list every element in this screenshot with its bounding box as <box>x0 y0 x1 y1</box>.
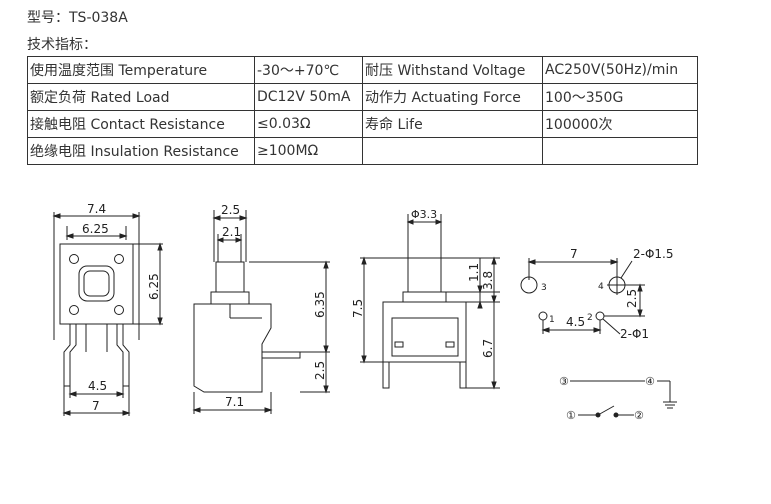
dim-side-height: 6.35 <box>313 291 327 318</box>
dim-side-width-top: 2.5 <box>221 203 240 217</box>
side-view: 2.5 2.1 6.35 2.5 7.1 <box>192 203 330 414</box>
dim-pcb-pitch-v: 2.5 <box>625 289 639 308</box>
pcb-pin-3: 3 <box>541 283 547 293</box>
back-view: Φ3.3 7.5 1.1 3.8 6.7 <box>351 208 500 390</box>
mechanical-drawing: 7.4 6.25 6.25 4.5 7 <box>52 202 677 422</box>
spec-cell: 寿命 Life <box>362 110 543 138</box>
spec-table: 使用温度范围 Temperature -30～+70℃ 耐压 Withstand… <box>27 56 698 165</box>
spec-cell: 100～350G <box>542 83 698 111</box>
node-1: ① <box>566 409 576 422</box>
spec-cell: DC12V 50mA <box>254 83 363 111</box>
dim-back-left-height: 7.5 <box>351 299 365 318</box>
pcb-pin-1: 1 <box>549 315 555 325</box>
spec-cell: 使用温度范围 Temperature <box>27 56 255 84</box>
node-2: ② <box>634 409 644 422</box>
pcb-pin-2: 2 <box>587 313 593 323</box>
spec-cell: 耐压 Withstand Voltage <box>362 56 543 84</box>
pcb-pin-4: 4 <box>598 282 604 292</box>
spec-cell: ≤0.03Ω <box>254 110 363 138</box>
table-row: 使用温度范围 Temperature -30～+70℃ 耐压 Withstand… <box>27 56 698 84</box>
model-number: 型号：TS-038A <box>27 10 128 26</box>
circuit-schematic: ③ ④ ① ② <box>559 375 677 422</box>
spec-cell <box>542 137 698 165</box>
dim-front-width-top: 7.4 <box>87 202 106 216</box>
dim-back-right-height: 6.7 <box>481 339 495 358</box>
node-3: ③ <box>559 375 569 388</box>
spec-cell: 绝缘电阻 Insulation Resistance <box>27 137 255 165</box>
table-row: 额定负荷 Rated Load DC12V 50mA 动作力 Actuating… <box>27 83 698 111</box>
node-4: ④ <box>645 375 655 388</box>
dim-side-pin-height: 2.5 <box>313 361 327 380</box>
spec-cell: ≥100MΩ <box>254 137 363 165</box>
front-view: 7.4 6.25 6.25 4.5 7 <box>52 202 163 416</box>
dim-back-small: 1.1 <box>467 263 481 282</box>
spec-cell: 100000次 <box>542 110 698 138</box>
table-row: 绝缘电阻 Insulation Resistance ≥100MΩ <box>27 137 698 165</box>
dim-front-width-bottom: 7 <box>92 399 100 413</box>
dim-back-diameter: Φ3.3 <box>411 208 437 221</box>
dim-back-mid: 3.8 <box>481 271 495 290</box>
pcb-layout: 7 2-Φ1.5 3 4 1 2 4.5 2.5 2-Φ1 <box>520 247 674 341</box>
dim-side-width-inner: 2.1 <box>222 225 241 239</box>
spec-cell: 接触电阻 Contact Resistance <box>27 110 255 138</box>
spec-cell: 额定负荷 Rated Load <box>27 83 255 111</box>
spec-cell: 动作力 Actuating Force <box>362 83 543 111</box>
dim-pcb-spacing: 7 <box>570 247 578 261</box>
dim-pcb-pitch-h: 4.5 <box>566 315 585 329</box>
spec-title: 技术指标： <box>27 37 97 53</box>
pcb-large-holes-label: 2-Φ1.5 <box>633 247 674 261</box>
spec-cell <box>362 137 543 165</box>
dim-front-width-inner: 6.25 <box>82 222 109 236</box>
dim-side-width-bottom: 7.1 <box>225 395 244 409</box>
spec-cell: AC250V(50Hz)/min <box>542 56 698 84</box>
dim-front-height: 6.25 <box>147 273 161 300</box>
spec-cell: -30～+70℃ <box>254 56 363 84</box>
dim-front-pin-pitch: 4.5 <box>88 379 107 393</box>
pcb-small-holes-label: 2-Φ1 <box>620 327 649 341</box>
table-row: 接触电阻 Contact Resistance ≤0.03Ω 寿命 Life 1… <box>27 110 698 138</box>
